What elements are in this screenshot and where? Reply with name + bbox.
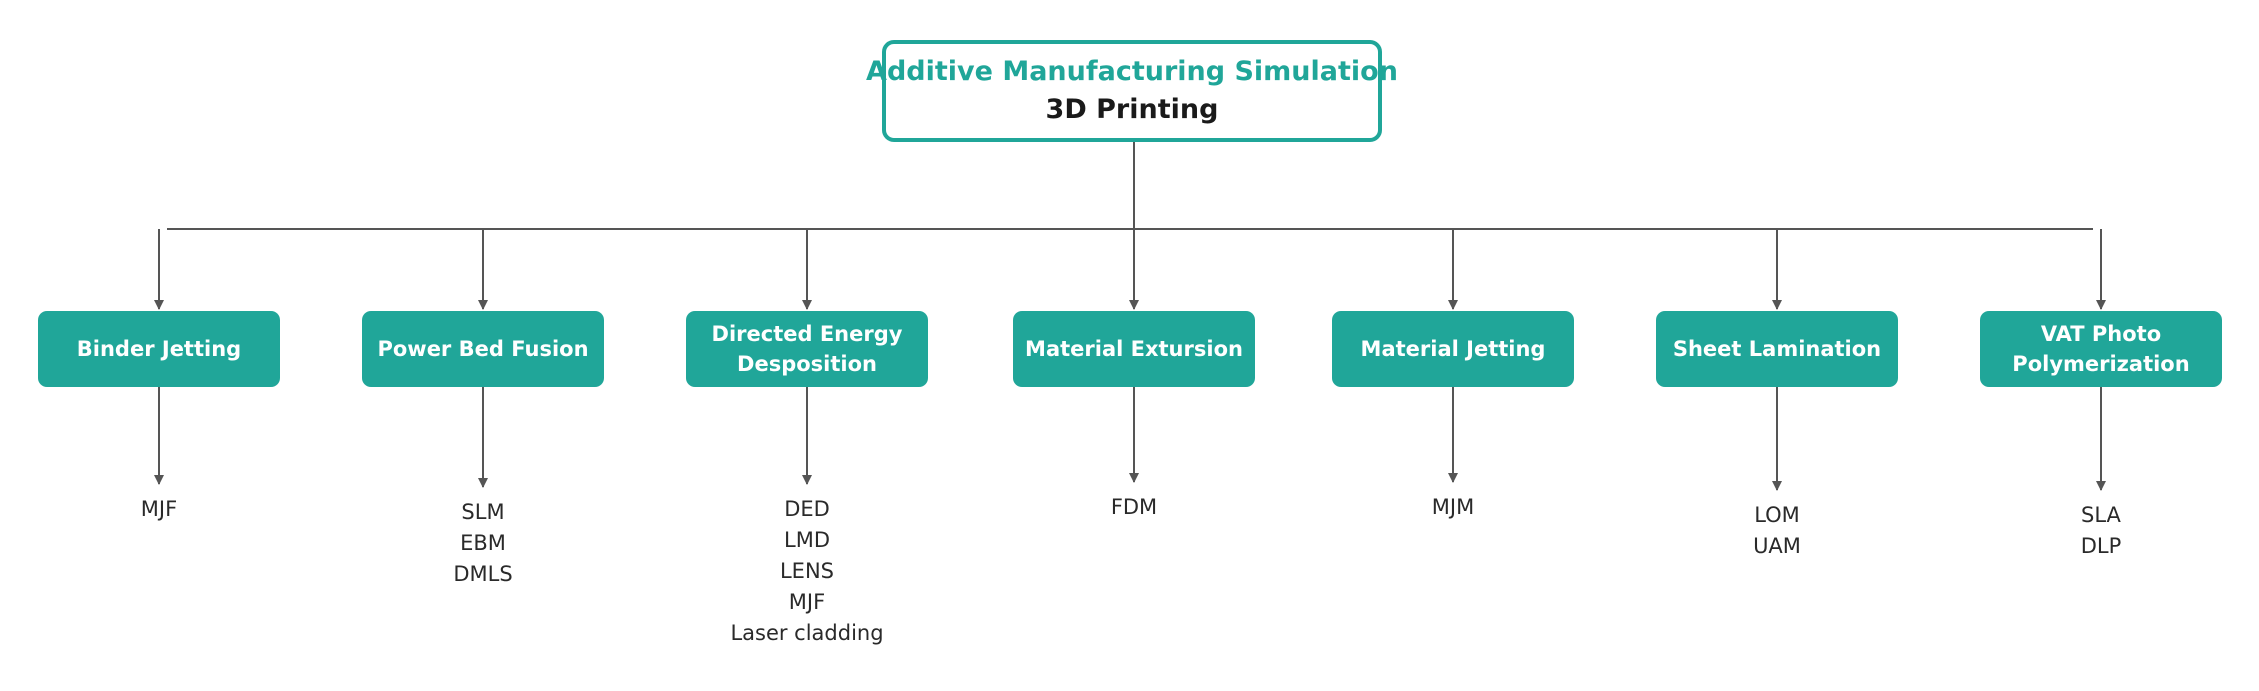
category-label: Power Bed Fusion xyxy=(377,337,589,361)
category-node: VAT Photo Polymerization xyxy=(1980,311,2222,387)
category-items: SLA DLP xyxy=(1991,500,2211,562)
list-item: LENS xyxy=(779,559,834,583)
category-node: Material Jetting xyxy=(1332,311,1574,387)
root-subtitle: 3D Printing xyxy=(1045,94,1219,125)
list-item: DMLS xyxy=(453,562,513,586)
category-label: Sheet Lamination xyxy=(1672,337,1882,361)
root-node: Additive Manufacturing Simulation 3D Pri… xyxy=(866,40,1398,142)
category-items: LOM UAM xyxy=(1667,500,1887,562)
list-item: MJM xyxy=(1431,495,1475,519)
category-items: MJM xyxy=(1343,492,1563,523)
category-label: VAT Photo Polymerization xyxy=(2012,322,2190,376)
category-label: Material Extursion xyxy=(1025,337,1243,361)
category-label: Material Jetting xyxy=(1360,337,1546,361)
category-label: Binder Jetting xyxy=(76,337,242,361)
list-item: MJF xyxy=(788,590,826,614)
category-node: Sheet Lamination xyxy=(1656,311,1898,387)
list-item: EBM xyxy=(460,531,506,555)
category-items: SLM EBM DMLS xyxy=(373,497,593,590)
list-item: SLA xyxy=(2081,503,2121,527)
category-label: Directed Energy Desposition xyxy=(711,322,903,376)
category-items: FDM xyxy=(1024,492,1244,523)
category-items: MJF xyxy=(49,494,269,525)
list-item: DED xyxy=(784,497,830,521)
list-item: MJF xyxy=(140,497,178,521)
list-item: FDM xyxy=(1110,495,1158,519)
category-node: Material Extursion xyxy=(1013,311,1255,387)
category-node: Power Bed Fusion xyxy=(362,311,604,387)
list-item: LOM xyxy=(1754,503,1800,527)
list-item: SLM xyxy=(461,500,505,524)
root-title: Additive Manufacturing Simulation xyxy=(866,56,1398,87)
category-node: Binder Jetting xyxy=(38,311,280,387)
category-node: Directed Energy Desposition xyxy=(686,311,928,387)
list-item: UAM xyxy=(1753,534,1801,558)
category-items: DED LMD LENS MJF Laser cladding xyxy=(697,494,917,649)
list-item: Laser cladding xyxy=(730,621,884,645)
list-item: DLP xyxy=(2080,534,2122,558)
list-item: LMD xyxy=(784,528,830,552)
